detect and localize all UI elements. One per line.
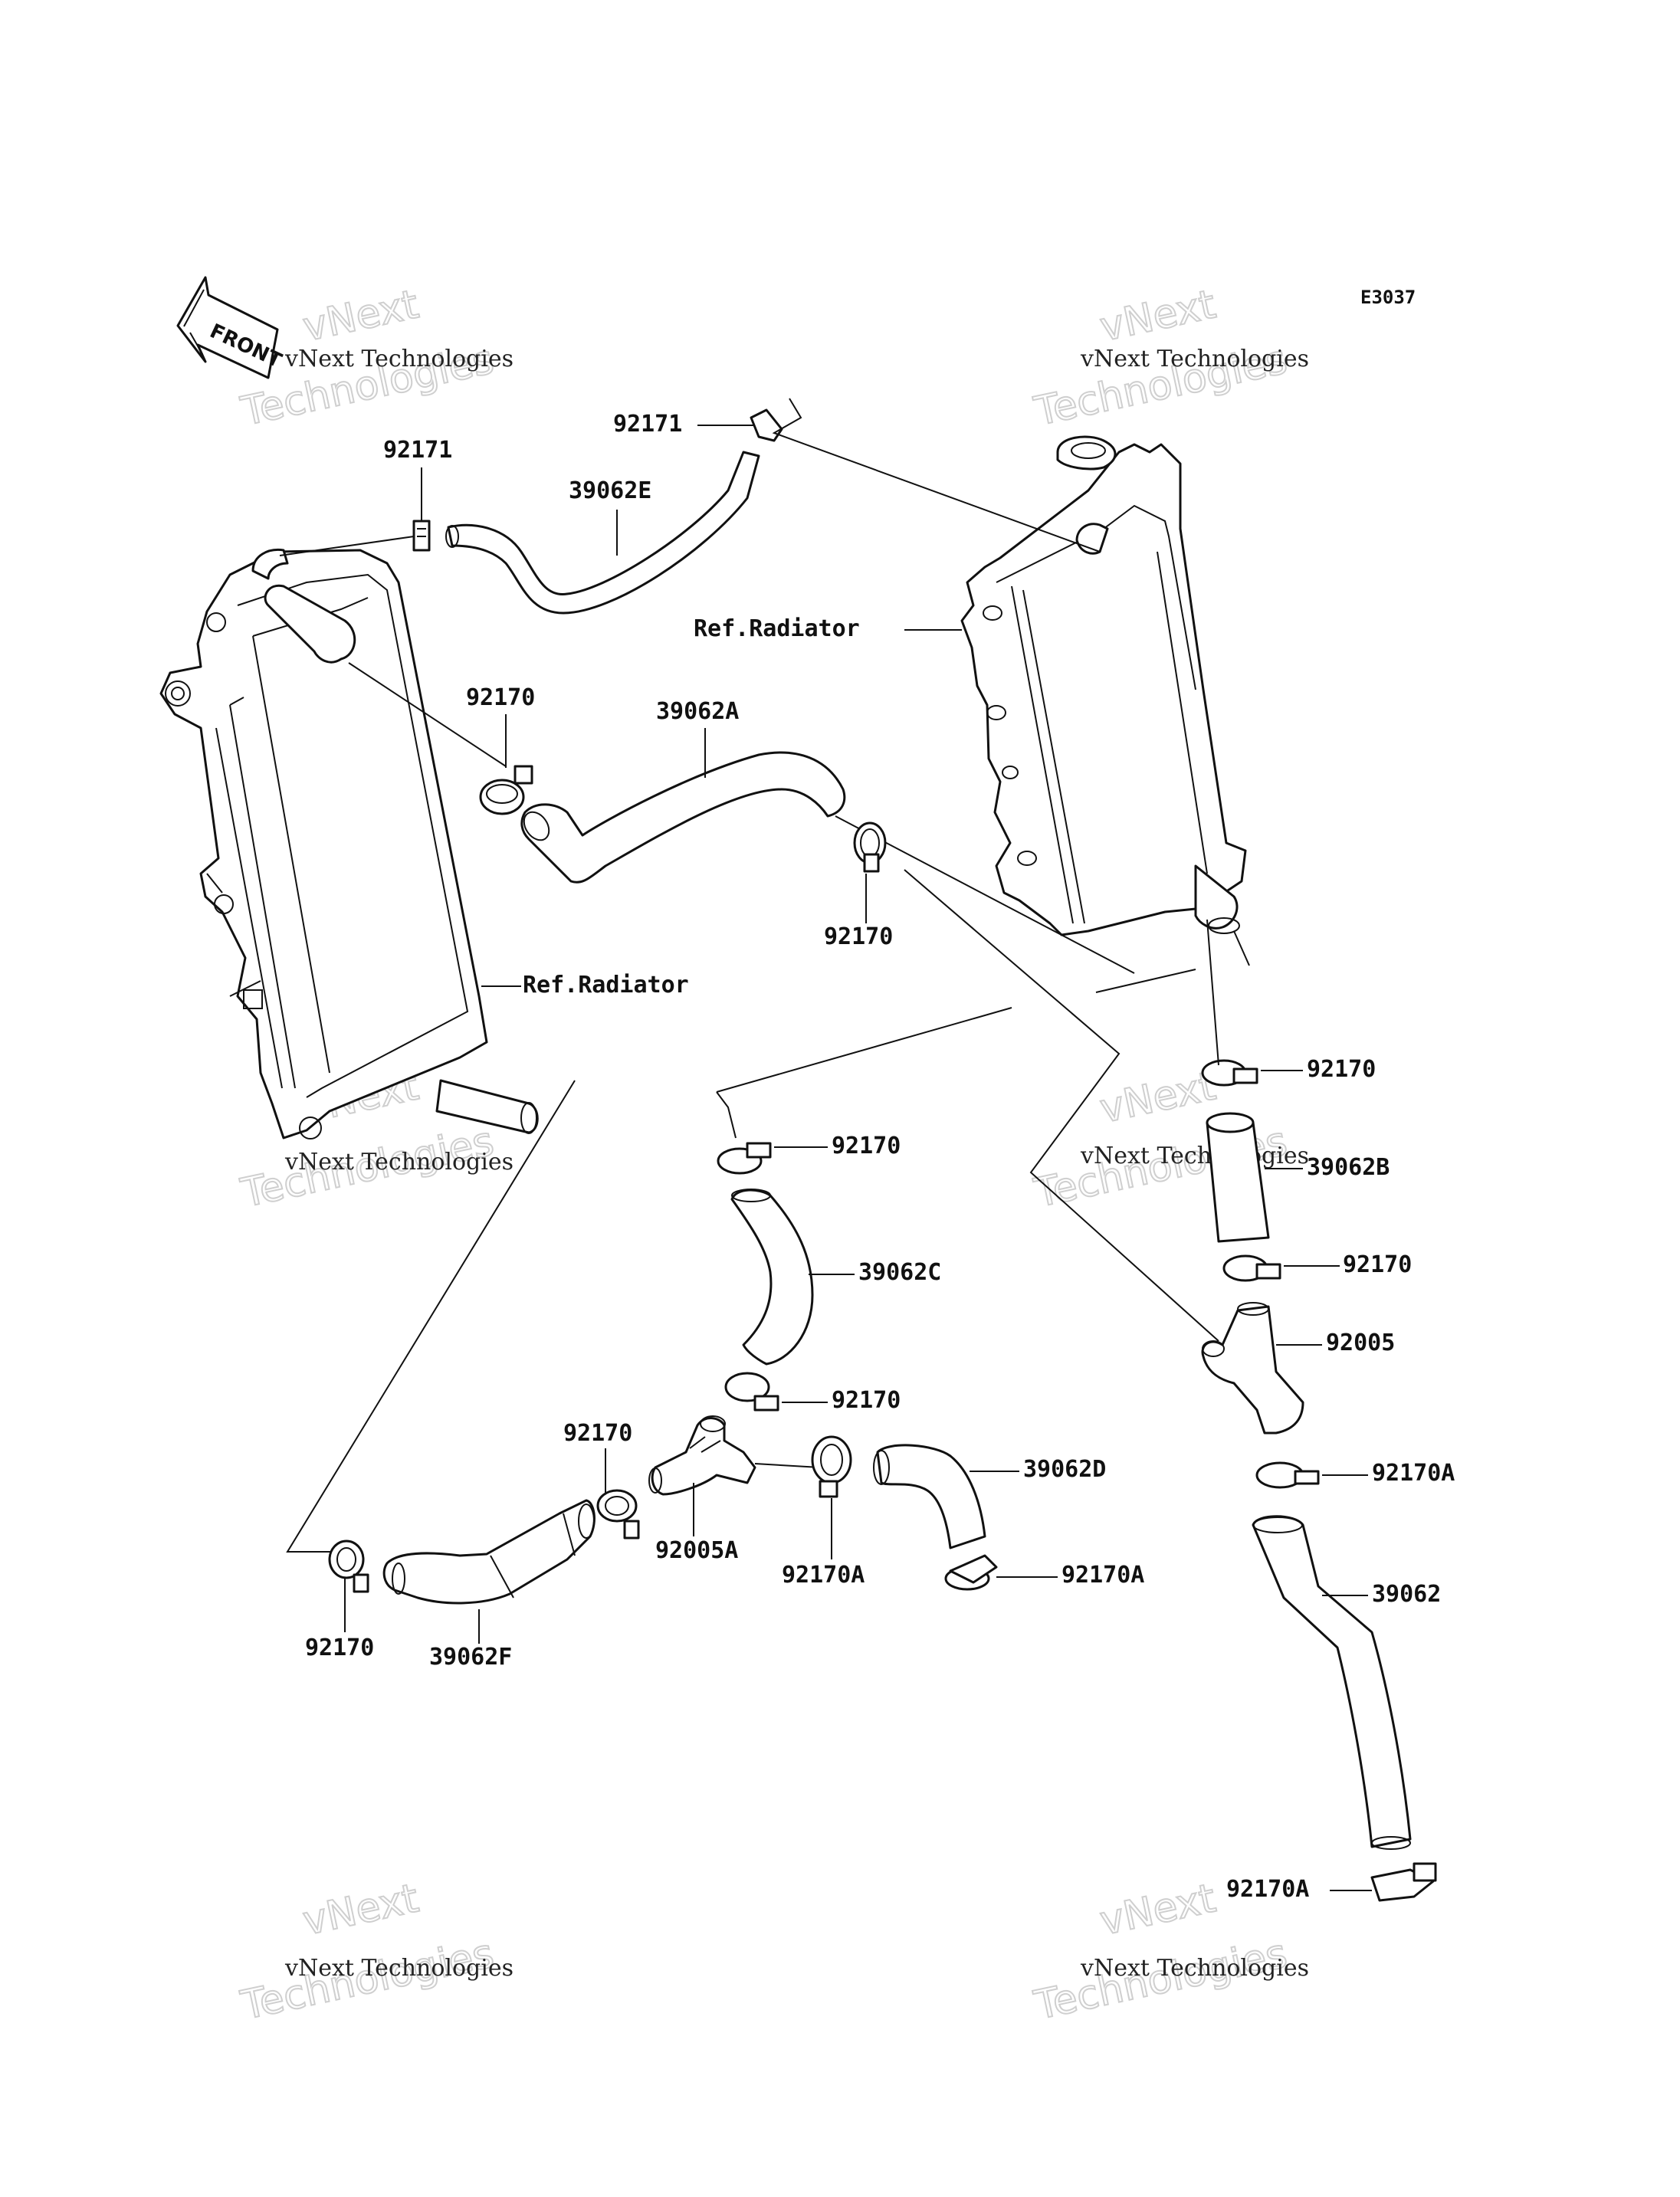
- label-92171-top: 92171: [613, 411, 682, 438]
- clamp-92170A-d: [944, 1554, 998, 1591]
- hose-39062D: [873, 1444, 986, 1549]
- label-39062C: 39062C: [858, 1259, 941, 1286]
- svg-text:vNext: vNext: [299, 1875, 422, 1944]
- clamp-92170A-bottom: [1370, 1862, 1437, 1902]
- tpipe-92005: [1201, 1302, 1304, 1435]
- ref-radiator-right-label: Ref.Radiator: [694, 615, 860, 642]
- svg-text:vNext Technologies: vNext Technologies: [284, 346, 514, 372]
- label-92170A-c: 92170A: [782, 1562, 865, 1589]
- svg-text:vNext Technologies: vNext Technologies: [1080, 1955, 1309, 1982]
- ref-radiator-left-label: Ref.Radiator: [523, 972, 689, 998]
- clamp-92170-bl: [328, 1540, 369, 1593]
- svg-text:vNext Technologies: vNext Technologies: [1080, 1143, 1309, 1169]
- clamp-92171-left: [412, 520, 431, 552]
- label-92170-l2: 92170: [563, 1420, 632, 1447]
- svg-text:vNext: vNext: [1096, 1875, 1219, 1944]
- label-92170A-r: 92170A: [1372, 1460, 1455, 1487]
- label-92170-r2: 92170: [1343, 1251, 1412, 1278]
- svg-text:vNext: vNext: [1096, 281, 1219, 350]
- svg-text:vNext: vNext: [1096, 1063, 1219, 1132]
- label-39062: 39062: [1372, 1581, 1441, 1608]
- label-92170A-bottom: 92170A: [1226, 1876, 1309, 1903]
- watermark-bottom-left: vNext Technologies vNext Technologies: [236, 1874, 514, 2029]
- clamp-92170-left-top: [479, 765, 533, 815]
- hose-39062: [1252, 1515, 1412, 1850]
- svg-text:vNext Technologies: vNext Technologies: [284, 1955, 514, 1982]
- label-92170-c1: 92170: [832, 1133, 901, 1159]
- label-92170-mid: 92170: [824, 923, 893, 950]
- label-39062D: 39062D: [1023, 1456, 1106, 1483]
- clamp-92170-c2: [724, 1372, 779, 1412]
- clamp-92170-r2: [1222, 1254, 1281, 1282]
- svg-text:vNext Technologies: vNext Technologies: [284, 1149, 514, 1176]
- label-39062F: 39062F: [429, 1644, 512, 1671]
- diagram-code: E3037: [1360, 287, 1416, 308]
- clamp-92171-top: [750, 408, 783, 442]
- label-92170A-d: 92170A: [1061, 1562, 1144, 1589]
- tpipe-92005A: [648, 1415, 756, 1496]
- clamp-92170A-c: [811, 1435, 852, 1498]
- watermark-top-right: vNext Technologies vNext Technologies: [1029, 280, 1309, 435]
- svg-text:vNext: vNext: [299, 281, 422, 350]
- hose-39062B: [1206, 1112, 1270, 1243]
- clamp-92170-r1: [1201, 1059, 1258, 1087]
- label-92005A: 92005A: [655, 1537, 738, 1564]
- label-39062A: 39062A: [656, 698, 739, 725]
- hose-39062C: [730, 1189, 814, 1366]
- label-92170-r1: 92170: [1307, 1056, 1376, 1083]
- hose-39062F: [382, 1499, 596, 1605]
- label-92170-c2: 92170: [832, 1387, 901, 1414]
- label-39062B: 39062B: [1307, 1154, 1390, 1181]
- label-92170-left-top: 92170: [466, 684, 535, 711]
- label-92171-left: 92171: [383, 437, 452, 464]
- label-92170-bl: 92170: [305, 1635, 374, 1661]
- clamp-92170A-r: [1255, 1461, 1320, 1489]
- clamp-92170-mid: [853, 821, 887, 873]
- watermark-mid-right: vNext Technologies vNext Technologies: [1029, 1062, 1309, 1217]
- label-92005: 92005: [1326, 1330, 1395, 1356]
- clamp-92170-l2: [596, 1489, 640, 1540]
- right-radiator: [960, 435, 1250, 966]
- left-radiator: [159, 548, 539, 1139]
- label-39062E: 39062E: [569, 477, 651, 504]
- front-arrow-icon: FRONT: [176, 276, 285, 379]
- hose-39062A: [520, 751, 846, 884]
- hose-39062E: [445, 451, 760, 615]
- clamp-92170-c1: [717, 1142, 772, 1175]
- svg-text:vNext Technologies: vNext Technologies: [1080, 346, 1309, 372]
